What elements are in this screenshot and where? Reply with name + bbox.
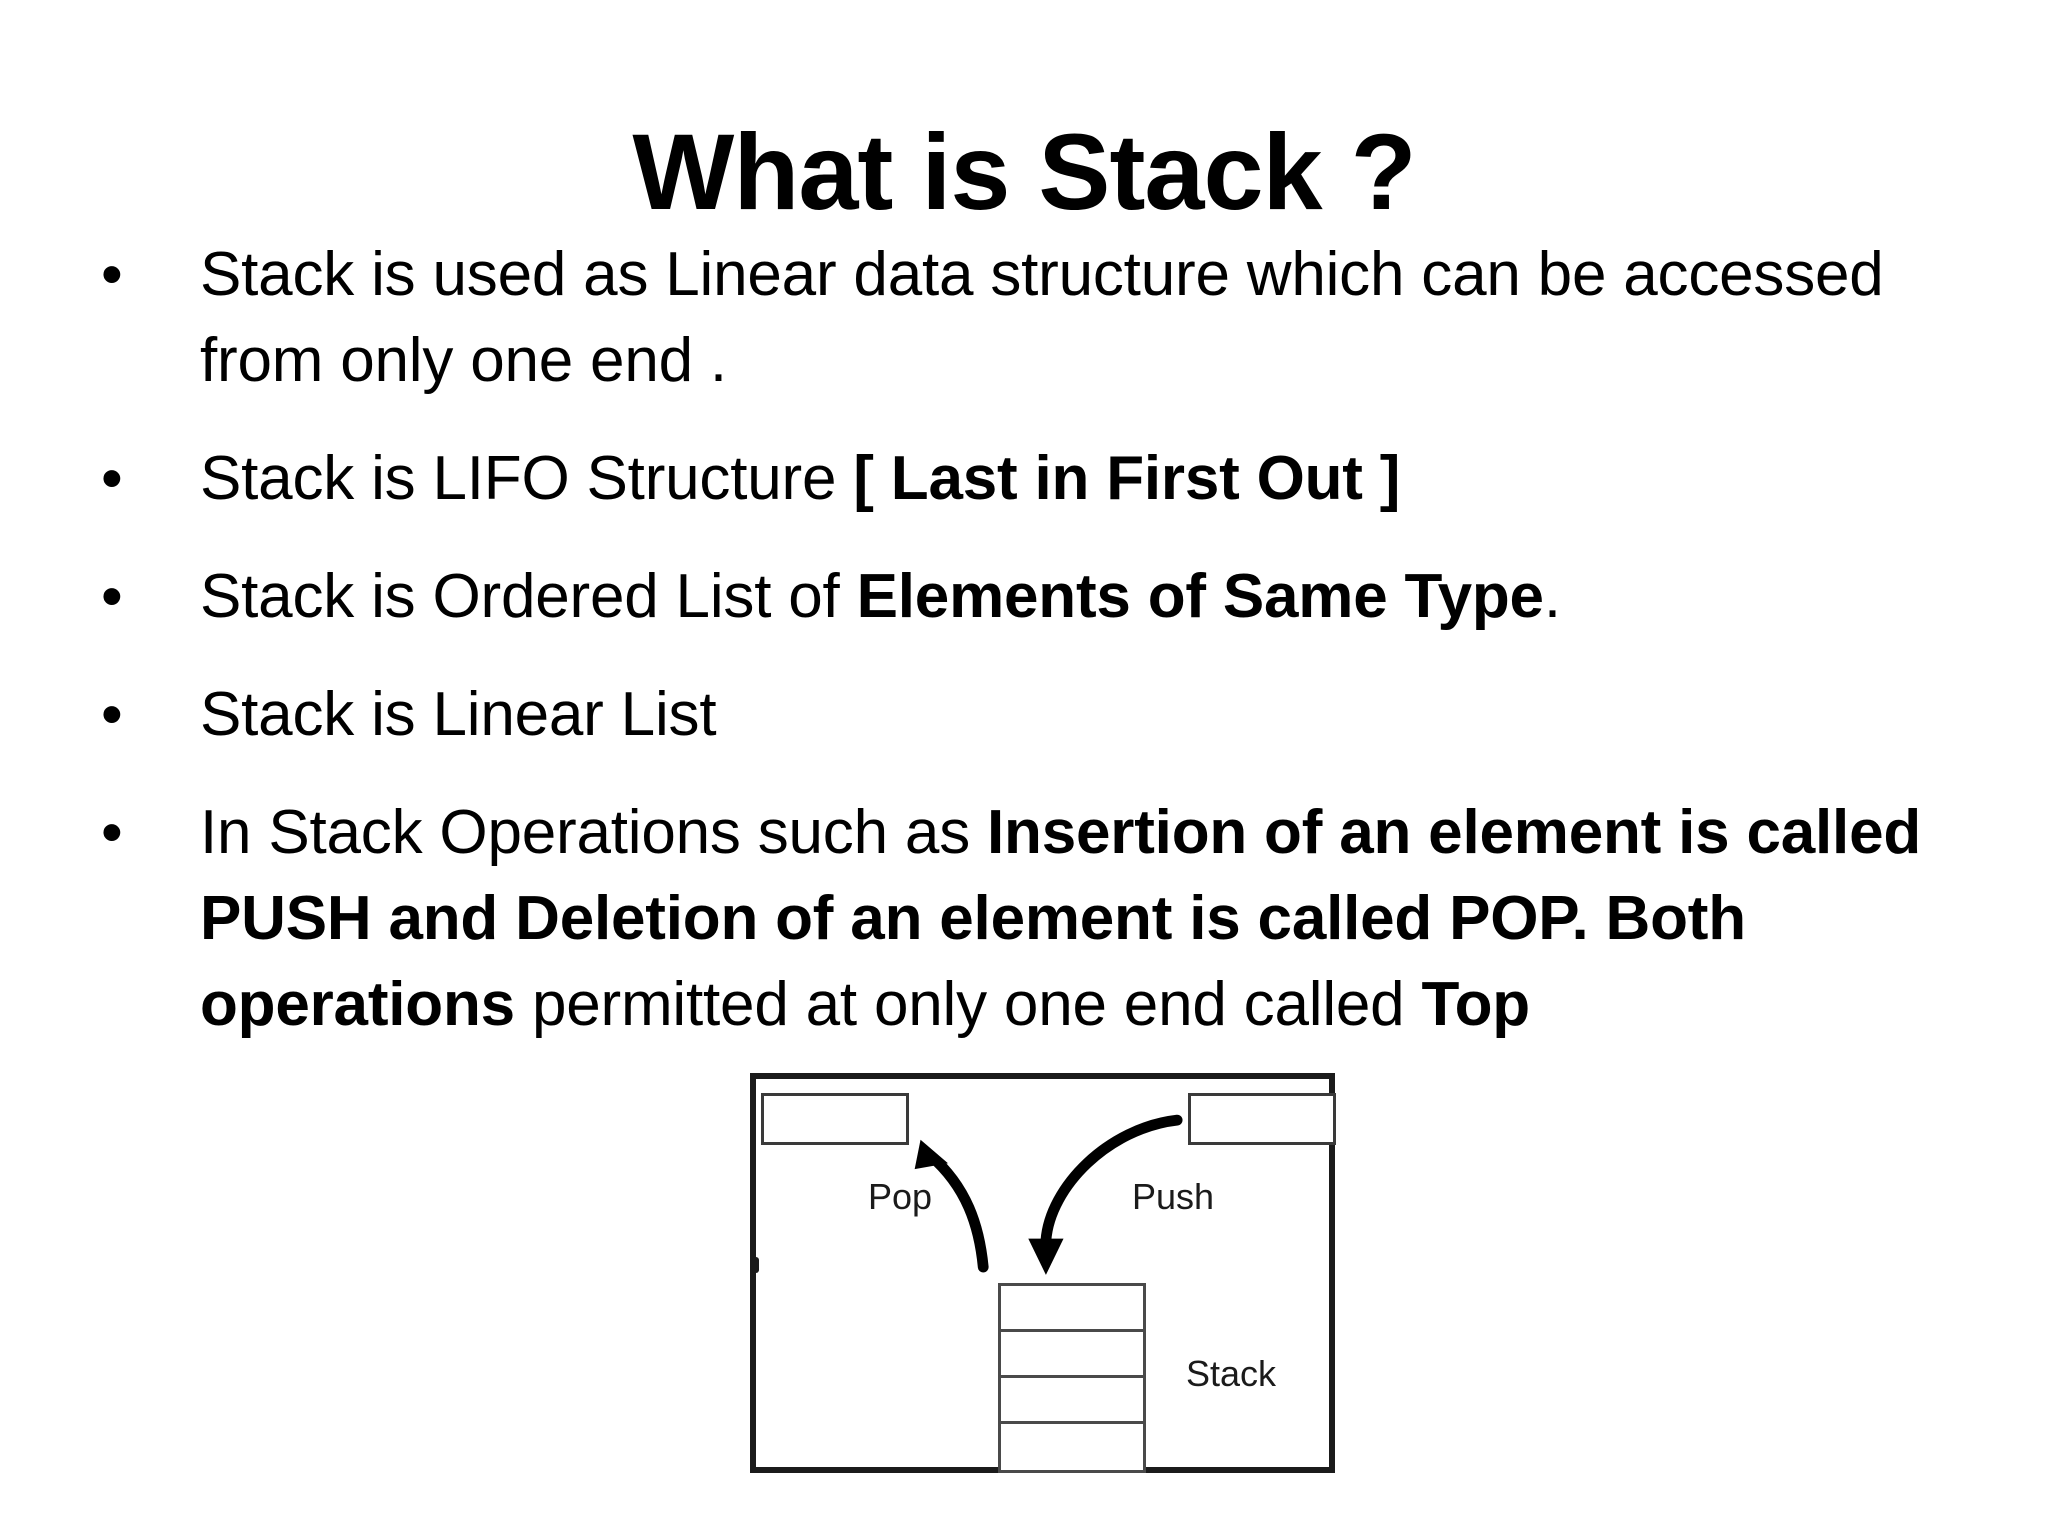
bullet-point-icon: • — [101, 444, 123, 513]
text-segment: . — [1543, 562, 1561, 631]
bullet-text-ordered-list: Stack is Ordered List of Elements of Sam… — [200, 554, 1955, 640]
text-segment: permitted at only one end called — [514, 970, 1422, 1039]
text-segment-bold: [ Last in First Out ] — [853, 444, 1401, 513]
stack-cell — [1001, 1286, 1143, 1332]
bullet-point-icon: • — [101, 240, 123, 309]
list-item: • Stack is Ordered List of Elements of S… — [95, 554, 1955, 640]
list-item: • Stack is LIFO Structure [ Last in Firs… — [95, 436, 1955, 522]
bullet-point-icon: • — [101, 680, 123, 749]
page-title: What is Stack ? — [632, 111, 1416, 233]
text-segment: Stack is used as Linear data structure w… — [200, 240, 1884, 395]
bullet-point-icon: • — [101, 562, 123, 631]
stack-cell — [1001, 1332, 1143, 1378]
pop-output-box — [761, 1093, 909, 1145]
list-item: • Stack is used as Linear data structure… — [95, 232, 1955, 404]
text-segment-bold: Insertion of an element is called PUSH a… — [200, 798, 1922, 1039]
bullet-list: • Stack is used as Linear data structure… — [95, 232, 1955, 1080]
bullet-text-operations: In Stack Operations such as Insertion of… — [200, 790, 1955, 1048]
stack-label: Stack — [1186, 1353, 1277, 1394]
bullet-text-linear-access: Stack is used as Linear data structure w… — [200, 232, 1955, 404]
text-segment: In Stack Operations such as — [200, 798, 988, 867]
list-item: • In Stack Operations such as Insertion … — [95, 790, 1955, 1048]
stack-column — [998, 1283, 1146, 1473]
bullet-text-lifo: Stack is LIFO Structure [ Last in First … — [200, 436, 1955, 522]
text-segment: Stack is LIFO Structure — [200, 444, 854, 513]
list-item: • Stack is Linear List — [95, 672, 1955, 758]
text-segment: Stack is Ordered List of — [200, 562, 857, 631]
text-segment-bold: Elements of Same Type — [856, 562, 1544, 631]
stack-cell — [1001, 1378, 1143, 1424]
push-label: Push — [1132, 1176, 1215, 1217]
bullet-text-linear-list: Stack is Linear List — [200, 672, 1955, 758]
stack-cell — [1001, 1424, 1143, 1470]
diagram-left-tick-icon — [752, 1257, 759, 1273]
text-segment-bold: Top — [1421, 970, 1531, 1039]
pop-label: Pop — [868, 1176, 933, 1217]
push-arrowhead-icon — [1028, 1238, 1064, 1275]
bullet-point-icon: • — [101, 798, 123, 867]
pop-arrowhead-icon — [914, 1139, 948, 1170]
pop-arrow-path — [924, 1150, 989, 1273]
push-input-box — [1188, 1093, 1336, 1145]
stack-push-pop-diagram: Pop Push Stack — [750, 1073, 1336, 1473]
diagram-inner: Pop Push Stack — [752, 1079, 1336, 1473]
text-segment: Stack is Linear List — [200, 680, 717, 749]
